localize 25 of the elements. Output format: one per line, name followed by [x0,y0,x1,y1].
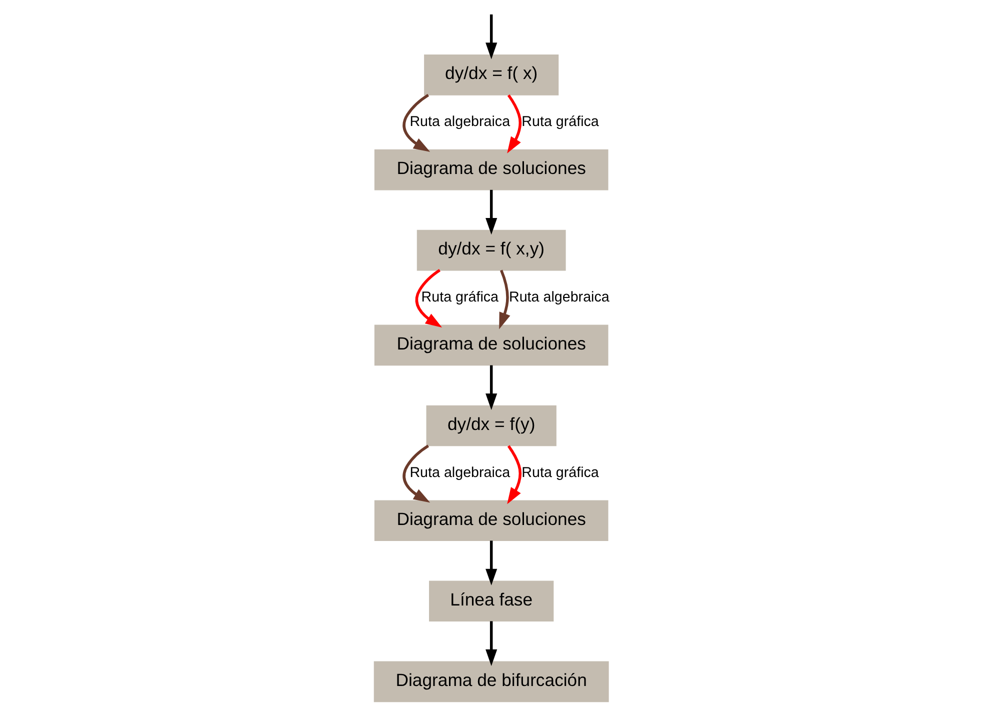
node-box: Diagrama de soluciones [374,149,608,190]
edge-label: Ruta algebraica [410,114,510,130]
edge-label: Ruta gráfica [421,290,499,306]
node-box: dy/dx = f( x) [424,54,559,96]
edge-label: Ruta gráfica [522,114,599,130]
node-box: dy/dx = f(y) [426,405,556,446]
edge-label: Ruta algebraica [410,464,510,481]
arrow [486,190,498,235]
node-box: Diagrama de soluciones [374,324,608,366]
node-box: Diagrama de bifurcación [374,661,609,702]
node-box: dy/dx = f( x,y) [416,230,566,271]
arrow [486,14,498,60]
node-box: Línea fase [429,580,554,622]
arrow [507,445,522,504]
arrow [402,444,430,503]
node-box: Diagrama de soluciones [374,500,608,542]
arrow [499,270,510,330]
arrow [415,269,442,328]
arrow [486,365,498,410]
arrow [402,94,430,152]
edge-label: Ruta algebraica [509,290,610,306]
arrow [507,94,522,154]
arrow [486,540,498,586]
edge-label: Ruta gráfica [522,464,599,481]
arrow [486,621,498,666]
